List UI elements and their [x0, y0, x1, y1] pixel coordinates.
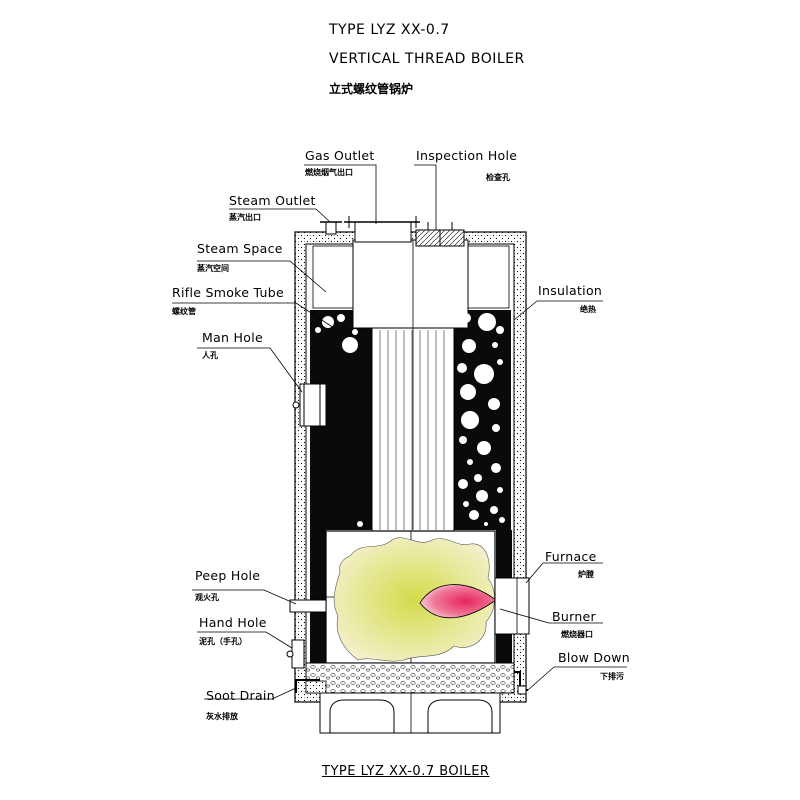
steam-bubbles-right [457, 313, 505, 526]
label-insulation: Insulation [538, 283, 603, 298]
label-peep-hole: Peep Hole [195, 568, 261, 583]
label-man-hole-cn: 人孔 [202, 351, 218, 360]
label-steam-space: Steam Space [197, 241, 283, 256]
label-gas-outlet-cn: 燃烧烟气出口 [305, 168, 353, 177]
label-peep-hole-cn: 观火孔 [195, 593, 219, 602]
label-steam-outlet-cn: 蒸汽出口 [229, 213, 261, 222]
label-burner: Burner [552, 609, 596, 624]
footer-title: TYPE LYZ XX-0.7 BOILER [322, 764, 490, 779]
label-soot-drain: Soot Drain [206, 688, 275, 703]
burner-port [494, 577, 530, 635]
label-inspection-hole-cn: 检查孔 [486, 173, 510, 182]
label-gas-outlet: Gas Outlet [305, 148, 375, 163]
gas-outlet-flange [344, 216, 420, 243]
label-blow-down-cn: 下排污 [600, 672, 624, 681]
label-steam-outlet: Steam Outlet [229, 193, 316, 208]
hand-hole [286, 639, 305, 669]
label-soot-drain-cn: 灰水排放 [206, 712, 238, 721]
label-furnace-cn: 炉膛 [578, 570, 594, 579]
smoke-tube-bundle [352, 239, 469, 532]
title-chinese: 立式螺纹管锅炉 [329, 82, 414, 96]
label-burner-cn: 燃烧器口 [561, 630, 593, 639]
label-hand-hole: Hand Hole [199, 615, 267, 630]
man-hole [292, 383, 327, 427]
label-rifle-smoke-tube-cn: 螺纹管 [172, 307, 196, 316]
leader-lines [172, 164, 627, 700]
label-inspection-hole: Inspection Hole [416, 148, 518, 163]
peep-hole [289, 599, 327, 613]
label-insulation-cn: 绝热 [580, 305, 596, 314]
blow-down-pipe [514, 671, 528, 695]
label-man-hole: Man Hole [202, 330, 263, 345]
steam-bubbles-left [315, 314, 363, 527]
title-type: TYPE LYZ XX-0.7 [329, 22, 450, 38]
label-steam-space-cn: 蒸汽空间 [197, 264, 229, 273]
label-hand-hole-cn: 泥孔（手孔） [199, 637, 247, 646]
label-rifle-smoke-tube: Rifle Smoke Tube [172, 285, 284, 300]
flame [333, 537, 497, 662]
boiler-base [305, 662, 515, 734]
label-blow-down: Blow Down [558, 650, 631, 665]
label-furnace: Furnace [545, 549, 597, 564]
steam-outlet-pipe [320, 221, 342, 235]
title-name: VERTICAL THREAD BOILER [329, 51, 525, 67]
inspection-hole-cover [415, 222, 465, 247]
soot-drain-pipe [295, 679, 320, 693]
